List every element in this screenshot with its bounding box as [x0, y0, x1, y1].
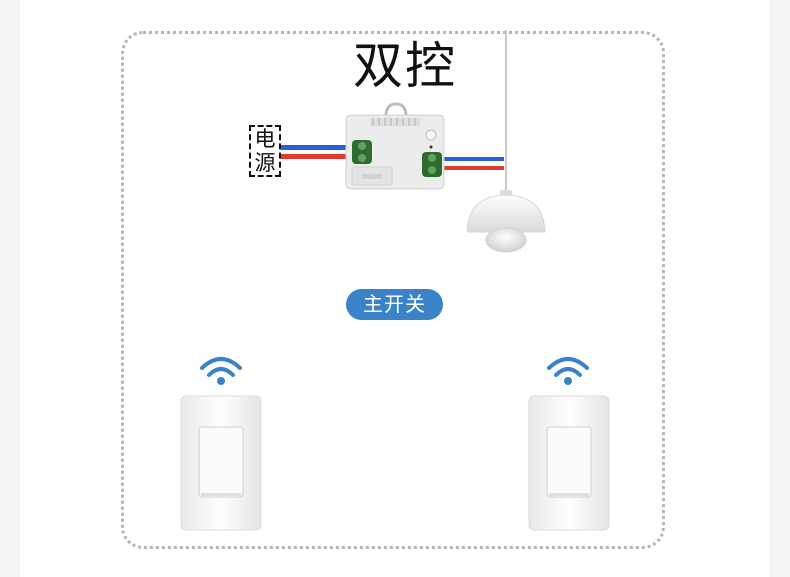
left-wifi-icon	[200, 357, 242, 377]
right-wall-switch-icon	[528, 395, 610, 531]
left-wifi-dot	[217, 377, 225, 385]
right-wifi-dot	[564, 377, 572, 385]
relay-module-icon	[345, 102, 445, 190]
diagram-title: 双控	[353, 37, 457, 95]
left-wall-switch-icon	[180, 395, 262, 531]
pendant-lamp-icon	[466, 190, 546, 253]
input-wire-red	[281, 154, 356, 159]
output-wire-blue	[438, 157, 504, 161]
output-wires	[438, 157, 504, 170]
output-wire-red	[438, 166, 504, 170]
power-label-char-1: 电	[254, 127, 276, 151]
right-wifi-icon	[547, 357, 589, 377]
power-source-label: 电 源	[249, 125, 281, 177]
main-switch-badge: 主开关	[346, 289, 443, 320]
power-label-char-2: 源	[254, 151, 276, 175]
input-wires	[281, 145, 356, 159]
input-wire-blue	[281, 145, 356, 150]
background-panel	[20, 0, 770, 577]
diagram-frame	[121, 31, 665, 549]
